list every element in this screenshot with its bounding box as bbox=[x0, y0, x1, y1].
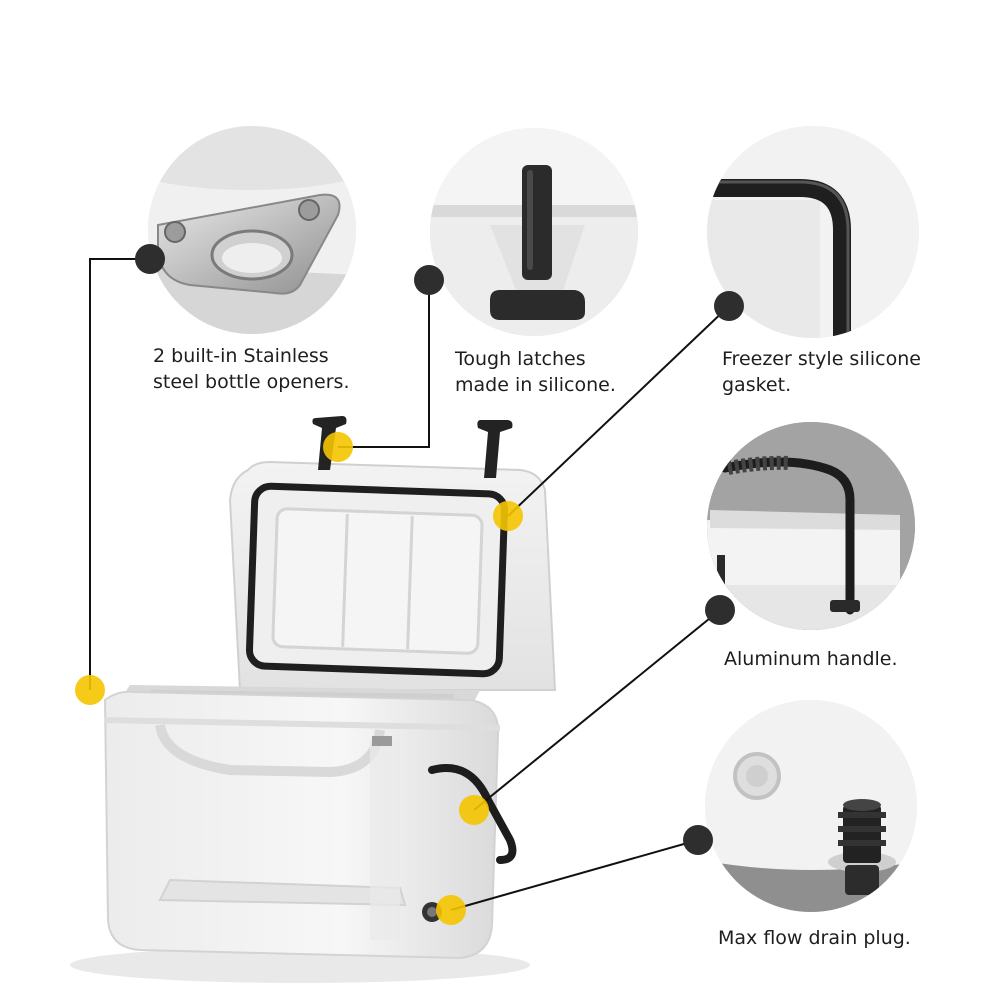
marker-dark-gasket bbox=[714, 291, 744, 321]
marker-yellow-gasket bbox=[493, 501, 523, 531]
drain-plug-icon bbox=[828, 799, 896, 895]
connector-lines bbox=[89, 258, 730, 911]
cooler-icon bbox=[70, 416, 557, 983]
handle-icon bbox=[717, 455, 860, 615]
gasket-icon bbox=[707, 179, 851, 338]
marker-yellow-drain-plug bbox=[436, 895, 466, 925]
bottle-opener-icon bbox=[157, 193, 341, 295]
marker-yellow-bottle-opener bbox=[75, 675, 105, 705]
caption-latches: Tough latches made in silicone. bbox=[455, 348, 616, 396]
latch-icon bbox=[490, 165, 585, 320]
marker-dark-bottle-opener bbox=[135, 244, 165, 274]
caption-bottle-opener: 2 built-in Stainless steel bottle opener… bbox=[153, 345, 350, 393]
connector-bottle-opener bbox=[89, 258, 150, 690]
connector-gasket bbox=[507, 305, 730, 517]
marker-yellow-handle bbox=[459, 795, 489, 825]
marker-dark-latch bbox=[414, 265, 444, 295]
detail-markers bbox=[135, 244, 744, 855]
detail-circle-bottle-opener bbox=[148, 126, 356, 334]
caption-drain-plug: Max flow drain plug. bbox=[718, 927, 911, 949]
connector-latch bbox=[338, 280, 430, 448]
caption-handle: Aluminum handle. bbox=[724, 648, 898, 670]
caption-gasket: Freezer style silicone gasket. bbox=[722, 348, 921, 396]
marker-dark-drain-plug bbox=[683, 825, 713, 855]
product-markers bbox=[75, 432, 523, 925]
cooler-handle bbox=[428, 764, 517, 864]
marker-yellow-latch bbox=[323, 432, 353, 462]
detail-circle-latch bbox=[430, 128, 638, 336]
marker-dark-handle bbox=[705, 595, 735, 625]
connector-handle bbox=[473, 609, 721, 811]
connector-drain-plug bbox=[450, 839, 699, 911]
latch-right bbox=[477, 420, 513, 478]
detail-circle-drain-plug bbox=[705, 700, 917, 912]
